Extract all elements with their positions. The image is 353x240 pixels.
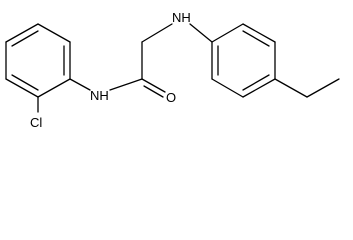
nh-carbonyl-bond xyxy=(109,78,143,91)
amine-nh-label: NH xyxy=(172,10,191,25)
amide-nh-label: NH xyxy=(90,88,109,103)
chemical-structure: Cl NH O NH xyxy=(5,10,340,130)
chlorine-label: Cl xyxy=(30,115,42,130)
ch2-nh-bond xyxy=(141,23,173,43)
chlorophenyl-ring xyxy=(5,23,71,98)
ring-nh-bond xyxy=(69,78,91,91)
carbonyl-double-bond xyxy=(141,78,166,98)
nh-ring-bond xyxy=(189,23,213,43)
ethyl-group xyxy=(274,78,340,98)
oxygen-label: O xyxy=(166,90,176,105)
ethylphenyl-ring xyxy=(211,23,276,98)
